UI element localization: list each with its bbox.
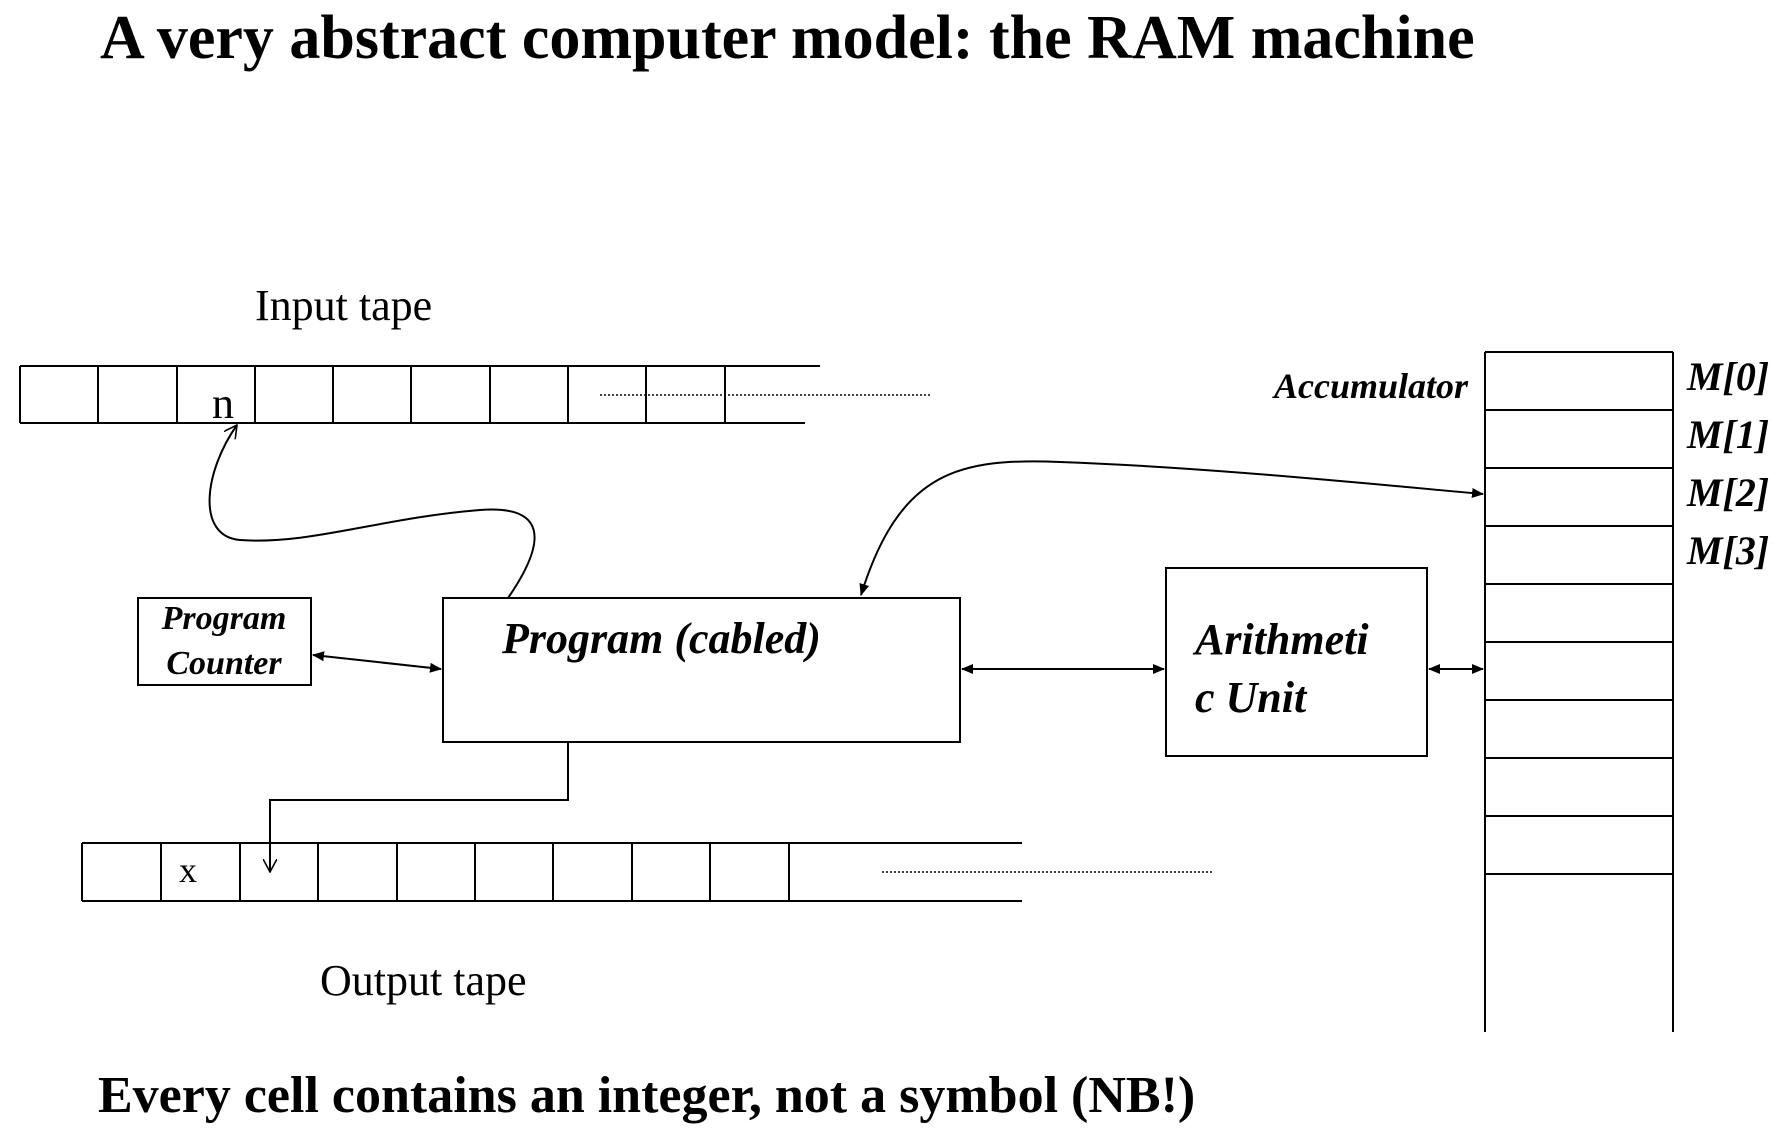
program-to-output-arrow (270, 742, 569, 872)
output-cell-value: x (179, 850, 197, 890)
memory-label-3: M[3] (1686, 528, 1769, 573)
slide-title: A very abstract computer model: the RAM … (100, 4, 1475, 72)
program-box (442, 597, 961, 743)
input-cell-value: n (212, 379, 234, 428)
memory-label-0: M[0] (1686, 354, 1769, 399)
output-tape (81, 842, 1212, 902)
input-tape (19, 365, 930, 424)
footer-note: Every cell contains an integer, not a sy… (98, 1067, 1195, 1124)
memory-label-2: M[2] (1686, 470, 1769, 515)
memory-column (1484, 351, 1674, 1032)
program-counter-box (137, 597, 312, 686)
program-label: Program (cabled) (501, 614, 821, 663)
arithmetic-unit-line2: c Unit (1195, 673, 1308, 722)
program-counter-line1: Program (161, 600, 287, 637)
pc-program-arrow (312, 651, 442, 673)
arithmetic-unit-line1: Arithmeti (1192, 615, 1369, 664)
memory-label-1: M[1] (1686, 412, 1769, 457)
memory-program-arrow (859, 460, 1484, 596)
program-to-input-arrow (208, 425, 536, 599)
program-counter-line2: Counter (166, 645, 282, 682)
accumulator-label: Accumulator (1272, 366, 1469, 406)
output-tape-label: Output tape (320, 956, 527, 1005)
input-tape-label: Input tape (255, 281, 432, 330)
